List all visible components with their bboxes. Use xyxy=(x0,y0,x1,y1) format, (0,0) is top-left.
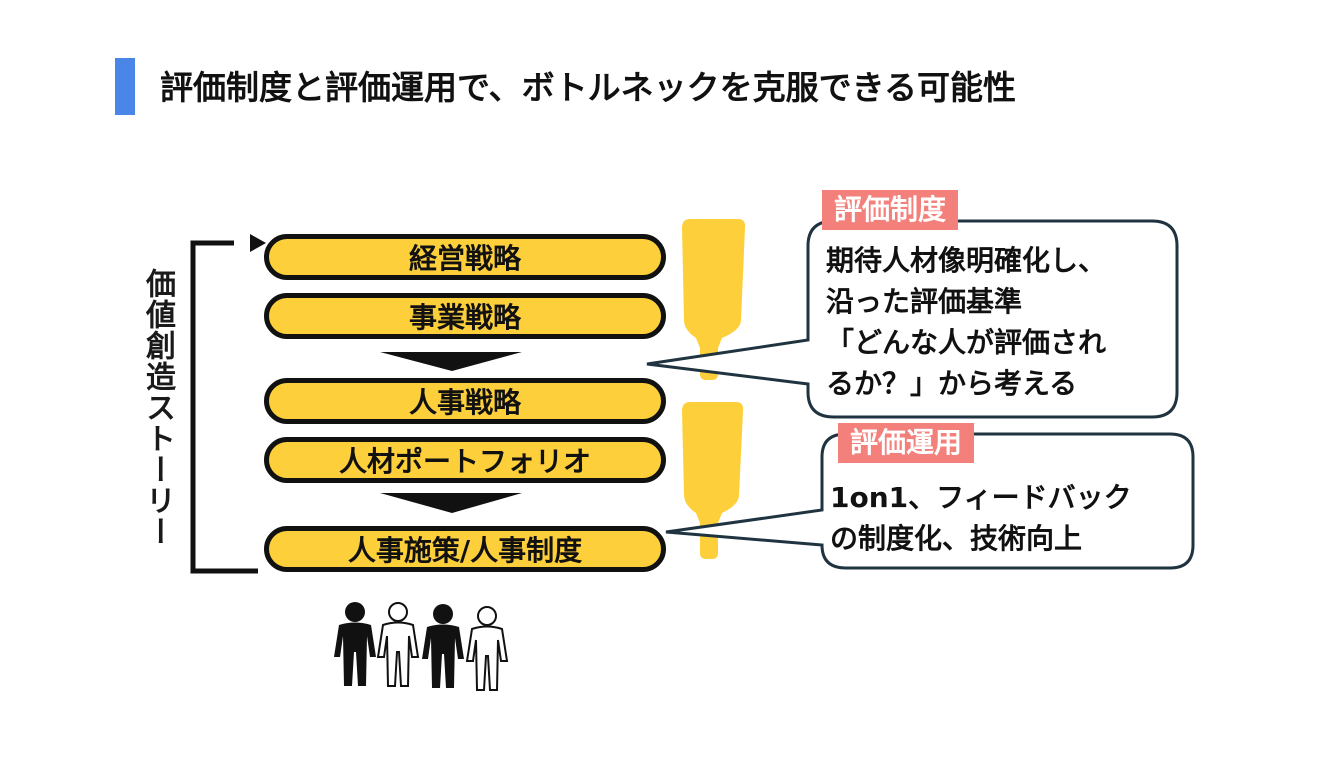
person-icon-filled-1 xyxy=(334,602,376,686)
people-icon xyxy=(334,602,509,691)
callout-tag-evaluation-system: 評価制度 xyxy=(822,190,959,230)
callout-line: 「どんな人が評価され xyxy=(826,326,1107,359)
callout-text-evaluation-operation: 1on1、フィードバック の制度化、技術向上 xyxy=(830,477,1132,559)
down-arrow-1 xyxy=(380,352,522,371)
person-icon-outline-1 xyxy=(376,602,420,687)
loop-bracket xyxy=(190,240,258,574)
callout-tag-evaluation-operation: 評価運用 xyxy=(838,423,975,463)
page-title: 評価制度と評価運用で、ボトルネックを克服できる可能性 xyxy=(160,68,1017,107)
callout-line: 期待人材像明確化し、 xyxy=(826,244,1107,277)
callout-line: の制度化、技術向上 xyxy=(830,522,1083,555)
callout-line: るか？」から考える xyxy=(826,367,1078,400)
bottleneck-bottle-upper xyxy=(682,219,746,380)
layer-management-strategy: 経営戦略 xyxy=(264,234,666,280)
callout-text-evaluation-system: 期待人材像明確化し、 沿った評価基準 「どんな人が評価され るか？」から考える xyxy=(826,240,1106,404)
title-accent-bar xyxy=(115,58,135,115)
loop-arrowhead xyxy=(250,234,266,252)
layer-hr-strategy: 人事戦略 xyxy=(264,378,666,424)
bottleneck-bottle-lower xyxy=(682,402,744,559)
callout-line: 沿った評価基準 xyxy=(826,285,1023,318)
value-creation-story-label: 価値創造ストーリー xyxy=(140,268,175,547)
person-icon-filled-2 xyxy=(422,604,464,688)
callout-bubble-evaluation-system xyxy=(646,219,1179,419)
person-icon-outline-2 xyxy=(465,606,509,691)
layer-talent-portfolio: 人材ポートフォリオ xyxy=(264,437,666,483)
layer-business-strategy: 事業戦略 xyxy=(264,293,666,339)
callout-line: 1on1、フィードバック xyxy=(830,481,1132,514)
callout-bubble-evaluation-operation xyxy=(665,432,1195,570)
down-arrow-2 xyxy=(380,493,522,513)
layer-hr-measures: 人事施策/人事制度 xyxy=(264,526,666,572)
